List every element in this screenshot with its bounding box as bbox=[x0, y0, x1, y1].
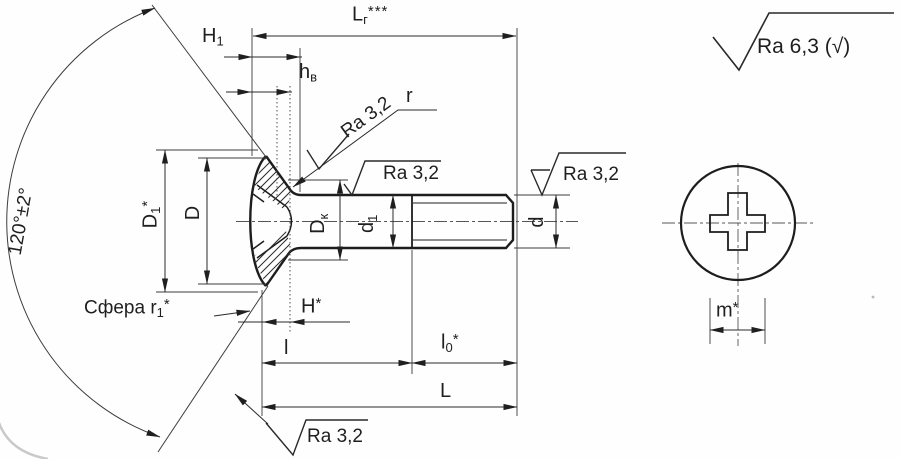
page-corner-artifact bbox=[0, 421, 49, 459]
dim-label-d1: d1 bbox=[356, 214, 380, 233]
roughness-check-thread-icon bbox=[530, 152, 626, 197]
dimension-lines bbox=[161, 32, 560, 411]
head-circle bbox=[679, 164, 797, 282]
head-top-cone bbox=[265, 155, 412, 197]
roughness-symbols bbox=[213, 12, 894, 457]
thread-outline bbox=[412, 193, 515, 250]
dim-label-lg: Lг*** bbox=[352, 3, 389, 28]
dim-label-Dk: Dк bbox=[307, 213, 331, 234]
roughness-label-shank: Ra 3,2 bbox=[383, 163, 439, 184]
roughness-label-cone: Ra 3,2 bbox=[307, 426, 363, 447]
sphere-note-leader bbox=[213, 309, 251, 317]
dim-label-l0: l0* bbox=[441, 331, 460, 356]
cone-extension-bottom bbox=[157, 285, 269, 453]
cone-extension-top bbox=[151, 4, 267, 158]
dim-label-m: m* bbox=[716, 299, 740, 322]
dim-label-h1: H1 bbox=[202, 25, 224, 49]
fillet-label: r bbox=[406, 85, 413, 107]
m-extension-lines bbox=[709, 298, 766, 344]
phillips-cross-icon bbox=[709, 192, 766, 251]
dim-label-D1: D1* bbox=[138, 199, 164, 229]
roughness-check-shank-icon bbox=[343, 160, 441, 197]
roughness-general-label: Ra 6,3 (√) bbox=[757, 35, 851, 58]
angle-arc bbox=[6, 7, 161, 438]
angle-dimension bbox=[6, 4, 269, 453]
dim-label-L: L bbox=[440, 380, 452, 402]
dim-label-H: H* bbox=[301, 295, 323, 318]
roughness-cone-leader bbox=[234, 393, 269, 425]
dim-label-D: D bbox=[182, 205, 204, 221]
roughness-check-cone-icon bbox=[265, 419, 368, 457]
dim-label-d: d bbox=[526, 216, 548, 228]
dim-label-hb: hв bbox=[299, 61, 318, 85]
roughness-check-rotated-icon bbox=[306, 133, 350, 171]
screw-end-view bbox=[662, 163, 816, 346]
fillet-leader bbox=[292, 109, 437, 188]
sphere-note-label: Сфера r1* bbox=[84, 296, 171, 321]
head-sphere-outline bbox=[249, 155, 267, 287]
dim-label-l: l bbox=[284, 337, 289, 359]
recess-section bbox=[252, 184, 293, 259]
scan-speck bbox=[871, 295, 875, 299]
roughness-label-thread: Ra 3,2 bbox=[563, 164, 619, 185]
roughness-general-icon bbox=[712, 12, 894, 72]
